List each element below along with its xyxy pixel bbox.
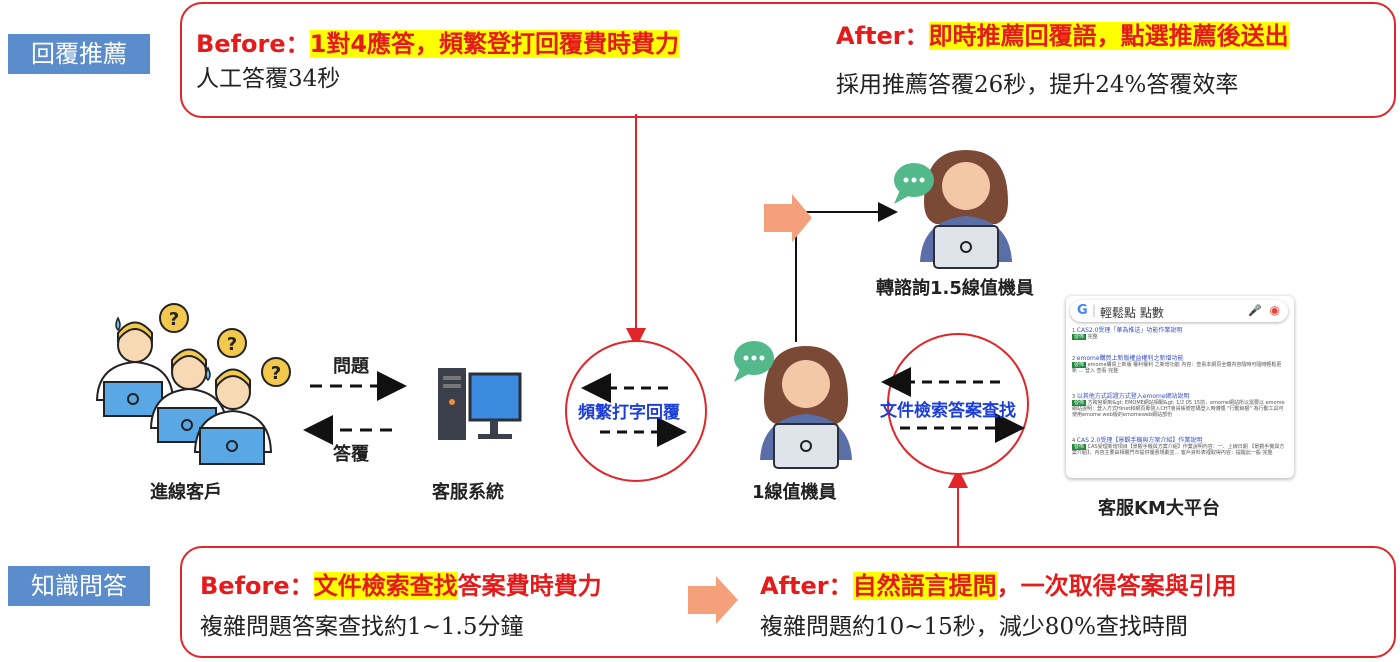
orange-arrow-icon [764, 194, 812, 242]
svg-text:?: ? [227, 334, 237, 355]
question-mark-icon: ? ? ? [159, 303, 291, 387]
bottom-after-detail: 複雜問題約10~15秒，減少80%查找時間 [760, 614, 1188, 640]
km-result-snippet: 完整 [1087, 334, 1098, 340]
agent15-label: 轉諮詢1.5線值機員 [876, 278, 1034, 299]
km-search-query[interactable]: 輕鬆點 點數 [1100, 306, 1164, 320]
top-after-line: After：即時推薦回覆語，點選推薦後送出 [836, 20, 1289, 52]
top-after-label: After： [836, 22, 929, 50]
top-before-highlight: 1對4應答，頻繁登打回覆費時費力 [309, 30, 680, 58]
bottom-after-highlight: 自然語言提問 [852, 572, 997, 600]
customer-group-icon [95, 316, 273, 465]
chat-bubble-icon [734, 341, 774, 382]
bottom-before-detail: 複雜問題答案查找約1~1.5分鐘 [200, 614, 524, 640]
km-result-badge: 發佈 [1072, 334, 1087, 340]
km-result-title[interactable]: CAS 2.0受理【景觀手機與方案介紹】作業說明 [1076, 437, 1203, 444]
typing-circle-label: 頻繁打字回覆 [578, 403, 680, 423]
bottom-before-line: Before：文件檢索查找答案費時費力 [200, 570, 602, 602]
lens-icon[interactable]: ◉ [1269, 303, 1280, 317]
km-result-num: 3 [1072, 394, 1076, 400]
top-before-detail: 人工答覆34秒 [196, 66, 341, 92]
km-result-item[interactable]: 3 以其他方式認證方式登入emome網站說明 發佈 方跨官網到&gt; EMOM… [1072, 394, 1286, 418]
km-result-snippet: 方跨官網到&gt; EMOME網站相關&gt; 1/2 05 15前，emome… [1072, 400, 1285, 418]
km-platform-label: 客服KM大平台 [1098, 498, 1220, 519]
km-result-badge: 發佈 [1072, 444, 1087, 450]
km-result-snippet: emome購買上新版 權利權利 之新增功能 內容：查看本網頁全體內容隨時可隨時輕… [1072, 362, 1282, 374]
km-result-badge: 發佈 [1072, 400, 1087, 406]
orange-arrow-icon [688, 576, 738, 624]
top-after-detail: 採用推薦答覆26秒，提升24%答覆效率 [836, 72, 1239, 98]
agent1-label: 1線值機員 [752, 482, 837, 503]
google-g-icon: G [1077, 303, 1088, 318]
bottom-panel [180, 546, 1396, 658]
search-circle-label: 文件檢索答案查找 [880, 401, 1016, 421]
tag-knowledge-qa: 知識問答 [8, 566, 150, 606]
tag-reply-recommend: 回覆推薦 [8, 34, 150, 74]
top-panel [180, 2, 1396, 118]
top-after-highlight: 即時推薦回覆語，點選推薦後送出 [928, 22, 1289, 50]
answer-label: 答覆 [333, 444, 369, 465]
question-label: 問題 [333, 356, 369, 377]
km-result-title[interactable]: 以其他方式認證方式登入emome網站說明 [1076, 393, 1190, 400]
km-search-bar[interactable]: G | 輕鬆點 點數 🎤 ◉ [1070, 300, 1288, 322]
headset-agent-icon [760, 346, 852, 469]
bottom-after-rest: ，一次取得答案與引用 [996, 572, 1237, 600]
top-before-line: Before：1對4應答，頻繁登打回覆費時費力 [196, 28, 680, 60]
km-result-snippet: CAS受理新增項目【景觀手機與方案介紹】作業說明內容：一、上線日期 【景觀手機與… [1072, 444, 1285, 456]
km-result-item[interactable]: 2 emome購買上新版權益權利之新增功能 發佈 emome購買上新版 權利權利… [1072, 356, 1286, 374]
customers-label: 進線客戶 [150, 482, 222, 503]
km-search-card: G | 輕鬆點 點數 🎤 ◉ 1 CAS2.0受理「華為推送」功能作業說明 發佈… [1066, 296, 1294, 478]
chat-bubble-icon [894, 163, 934, 204]
km-result-num: 4 [1072, 438, 1076, 444]
km-result-item[interactable]: 4 CAS 2.0受理【景觀手機與方案介紹】作業說明 發佈 CAS受理新增項目【… [1072, 438, 1286, 456]
km-result-item[interactable]: 1 CAS2.0受理「華為推送」功能作業說明 發佈 完整 [1072, 328, 1286, 340]
escalation-arrow [795, 202, 898, 342]
computer-tower-icon [438, 368, 522, 440]
km-result-num: 1 [1072, 328, 1076, 334]
km-result-badge: 發佈 [1072, 362, 1087, 368]
km-result-title[interactable]: CAS2.0受理「華為推送」功能作業說明 [1076, 327, 1183, 334]
bottom-before-highlight: 文件檢索查找 [313, 572, 458, 600]
bottom-before-rest: 答案費時費力 [457, 572, 602, 600]
km-result-num: 2 [1072, 356, 1076, 362]
system-label: 客服系統 [432, 482, 504, 503]
bottom-after-line: After：自然語言提問，一次取得答案與引用 [760, 570, 1237, 602]
bottom-after-label: After： [760, 572, 853, 600]
mic-icon[interactable]: 🎤 [1248, 304, 1262, 317]
search-circle [887, 333, 1029, 475]
svg-text:?: ? [271, 363, 281, 384]
km-result-title[interactable]: emome購買上新版權益權利之新增功能 [1076, 355, 1184, 362]
svg-text:?: ? [169, 309, 179, 330]
headset-agent-icon [920, 150, 1012, 269]
bottom-before-label: Before： [200, 572, 314, 600]
top-before-label: Before： [196, 30, 310, 58]
